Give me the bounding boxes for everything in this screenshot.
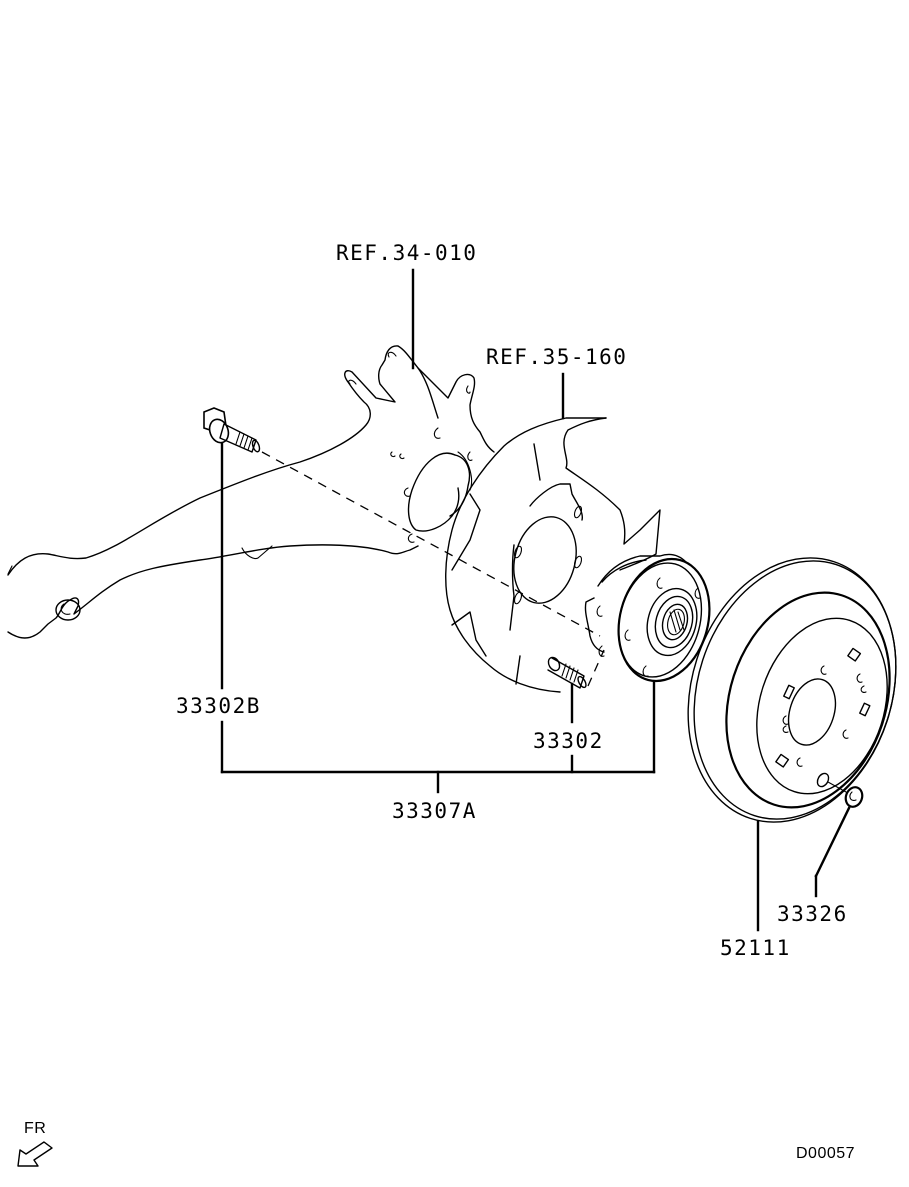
part-label-33307A[interactable]: 33307A	[392, 799, 477, 823]
part-label-33302[interactable]: 33302	[533, 729, 604, 753]
hub-stud-drawing	[547, 656, 587, 689]
part-label-52111[interactable]: 52111	[720, 936, 791, 960]
ref-label-34-010[interactable]: REF.34-010	[336, 241, 477, 265]
disc-screw-drawing	[844, 786, 864, 808]
hub-bolt-drawing	[203, 407, 261, 453]
diagram-code: D00057	[796, 1145, 855, 1162]
part-label-33302B[interactable]: 33302B	[176, 694, 261, 718]
assembly-centerline	[261, 451, 601, 637]
stud-centerline	[587, 649, 605, 687]
dust-shield-drawing	[445, 417, 661, 693]
front-direction-label: FR	[24, 1120, 46, 1137]
front-direction-arrow-icon	[17, 1141, 53, 1167]
part-label-33326[interactable]: 33326	[777, 902, 848, 926]
leader-lines	[220, 268, 851, 932]
brake-disc-drawing	[687, 557, 897, 823]
trailing-arm-drawing	[7, 345, 495, 639]
hub-bearing-drawing	[584, 553, 711, 683]
ref-label-35-160[interactable]: REF.35-160	[486, 345, 627, 369]
